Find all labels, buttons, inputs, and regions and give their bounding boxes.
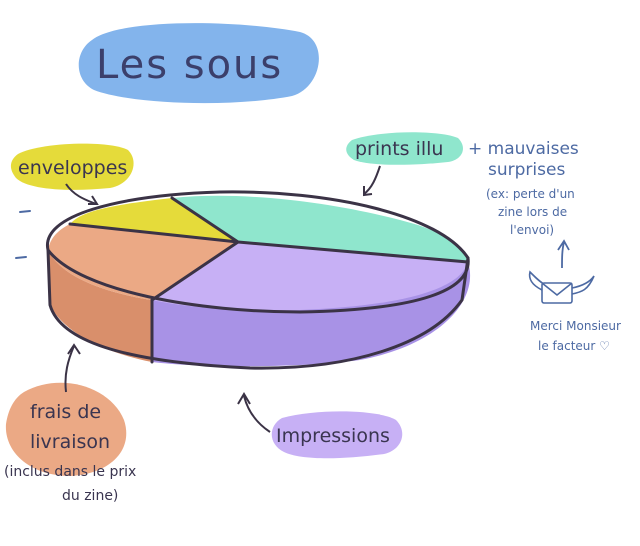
- impressions-slice: [152, 242, 468, 311]
- title-group: Les sous: [78, 23, 319, 104]
- surprises-line-1: + mauvaises: [468, 139, 579, 159]
- envelope-wing-left: [528, 270, 545, 291]
- surprises-note: + mauvaises surprises (ex: perte d'un zi…: [468, 139, 579, 269]
- livraison-note-1: (inclus dans le prix: [4, 464, 136, 480]
- livraison-label-group: frais de livraison (inclus dans le prix …: [4, 343, 136, 504]
- enveloppes-label: enveloppes: [18, 157, 127, 179]
- chart-title: Les sous: [96, 42, 283, 88]
- pie-outline-bottom: [46, 248, 470, 370]
- facteur-line-1: Merci Monsieur: [530, 319, 621, 333]
- facteur-line-2: le facteur ♡: [538, 339, 610, 353]
- impressions-label-blob: [271, 411, 403, 459]
- impressions-label-group: Impressions: [237, 392, 403, 459]
- motion-tick: [15, 256, 27, 259]
- impressions-label: Impressions: [276, 425, 390, 447]
- envelope-flap: [541, 282, 573, 297]
- envelope-body: [541, 282, 573, 304]
- surprises-arrow: [557, 239, 570, 269]
- prints-slice: [172, 195, 468, 262]
- winged-envelope-icon: [528, 270, 595, 304]
- enveloppes-slice: [70, 198, 238, 242]
- livraison-note-2: du zine): [62, 488, 118, 504]
- livraison-line-2: livraison: [30, 431, 110, 453]
- enveloppes-label-group: enveloppes: [10, 143, 134, 205]
- livraison-arrow: [64, 343, 81, 393]
- title-blob: [78, 23, 319, 104]
- prints-label-group: prints illu: [346, 132, 463, 197]
- impressions-arrow: [237, 392, 271, 433]
- prints-label: prints illu: [355, 138, 443, 160]
- livraison-slice-side: [48, 250, 152, 362]
- livraison-line-1: frais de: [30, 401, 101, 423]
- prints-arrow: [363, 165, 381, 197]
- surprises-line-4: zine lors de: [498, 205, 567, 219]
- prints-label-blob: [346, 132, 463, 165]
- pie-outline: [46, 190, 470, 370]
- envelope-wing-right: [571, 275, 595, 295]
- motion-tick: [19, 210, 31, 213]
- pie-top: [48, 195, 468, 311]
- surprises-line-5: l'envoi): [510, 223, 554, 237]
- livraison-label-blob: [5, 382, 127, 476]
- enveloppes-arrow: [65, 183, 99, 205]
- surprises-line-3: (ex: perte d'un: [486, 187, 575, 201]
- pie-spokes: [68, 196, 470, 302]
- surprises-line-2: surprises: [488, 160, 565, 180]
- motion-ticks: [15, 210, 31, 259]
- enveloppes-label-blob: [10, 143, 134, 190]
